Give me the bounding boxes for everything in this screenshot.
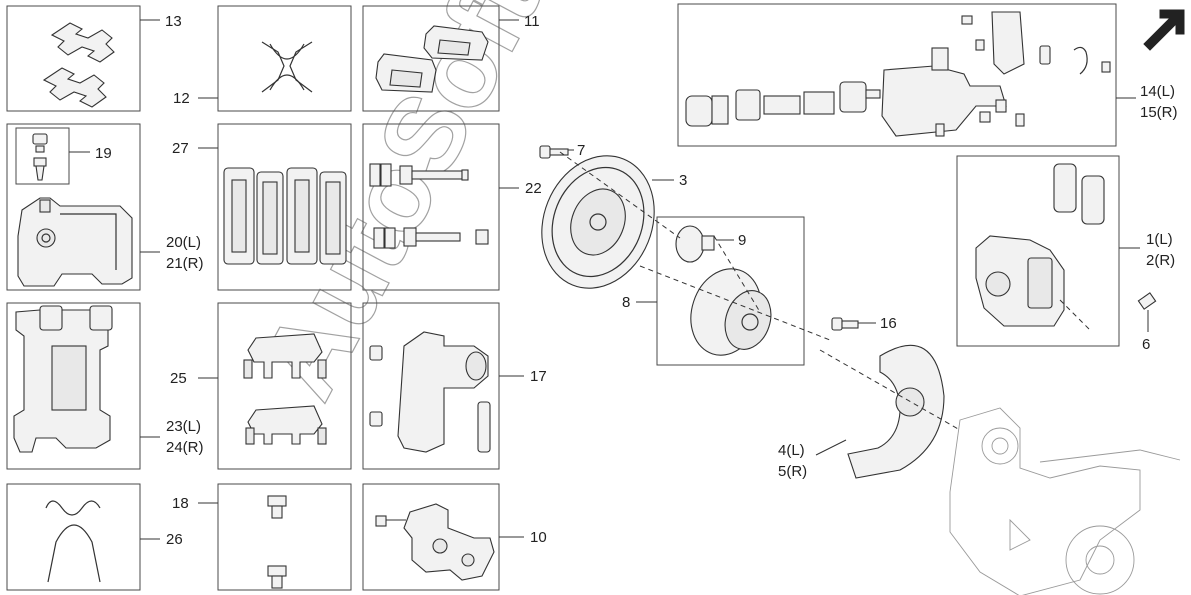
callout-5-right: 5(R): [778, 463, 807, 480]
callout-27: 27: [172, 140, 189, 157]
frame-18: [217, 483, 352, 591]
part-frames: [6, 3, 1120, 591]
brake-disc-3: [541, 155, 655, 289]
frame-19: [15, 127, 70, 185]
callout-19: 19: [95, 145, 112, 162]
bolts-18: [267, 495, 287, 589]
callout-2-right: 2(R): [1146, 252, 1175, 269]
hub-bolt-16: [831, 317, 859, 331]
frame-23-24: [6, 302, 141, 470]
frame-20-21: [6, 123, 141, 291]
callout-21-right: 21(R): [166, 255, 204, 272]
retaining-springs-12: [261, 41, 313, 93]
leader-lines: [69, 19, 1149, 540]
caliper-exploded-14-15: [685, 11, 1111, 137]
callout-24-right: 24(R): [166, 439, 204, 456]
assembly-lines: [559, 151, 961, 431]
frame-27: [217, 123, 352, 291]
callout-20-left: 20(L): [166, 234, 201, 251]
callout-labels: 13 12 11 19 27 22 20(L) 21(R) 7 3 9 8 25…: [95, 13, 1178, 548]
callout-12: 12: [173, 90, 190, 107]
frame-25: [217, 302, 352, 470]
bleeder-screw-19: [32, 133, 48, 181]
knuckle-reference: [949, 407, 1181, 595]
callout-26: 26: [166, 531, 183, 548]
frame-26: [6, 483, 141, 591]
front-direction-arrow-icon: [1143, 9, 1185, 51]
guide-pin-kit-22: [369, 163, 489, 249]
callout-1-left: 1(L): [1146, 231, 1173, 248]
caliper-bolt-6: [1137, 292, 1157, 310]
frame-8-9: [656, 216, 805, 366]
brake-pads-11: [375, 25, 489, 93]
frame-17: [362, 302, 500, 470]
callout-23-left: 23(L): [166, 418, 201, 435]
callout-3: 3: [679, 172, 687, 189]
frame-13: [6, 5, 141, 112]
callout-14-left: 14(L): [1140, 83, 1175, 100]
caliper-bracket-23-24: [13, 305, 113, 453]
callout-10: 10: [530, 529, 547, 546]
caliper-assembly-1-2: [975, 163, 1105, 331]
callout-16: 16: [880, 315, 897, 332]
callout-17: 17: [530, 368, 547, 385]
callout-25: 25: [170, 370, 187, 387]
caliper-support-10: [375, 503, 495, 581]
callout-6: 6: [1142, 336, 1150, 353]
rotor-screw-7: [539, 145, 569, 159]
dust-shield-4-5: [847, 344, 945, 479]
frame-11: [362, 5, 500, 112]
pad-spring-26: [45, 500, 101, 583]
parking-brake-actuator-17: [369, 331, 491, 453]
callout-8: 8: [622, 294, 630, 311]
hub-cap-9: [675, 225, 715, 263]
frame-22: [362, 123, 500, 291]
callout-22: 22: [525, 180, 542, 197]
callout-13: 13: [165, 13, 182, 30]
frame-12: [217, 5, 352, 112]
anti-rattle-clips-13: [42, 22, 115, 108]
frame-1-2: [956, 155, 1120, 347]
callout-18: 18: [172, 495, 189, 512]
callout-4-left: 4(L): [778, 442, 805, 459]
frame-14-15: [677, 3, 1117, 147]
pad-hardware-25: [243, 333, 327, 445]
hub-bearing-8: [690, 235, 772, 356]
callout-9: 9: [738, 232, 746, 249]
callout-11: 11: [524, 13, 540, 30]
callout-7: 7: [577, 142, 585, 159]
caliper-housing-20-21: [17, 197, 133, 287]
pad-shims-27: [223, 167, 347, 265]
callout-15-right: 15(R): [1140, 104, 1178, 121]
